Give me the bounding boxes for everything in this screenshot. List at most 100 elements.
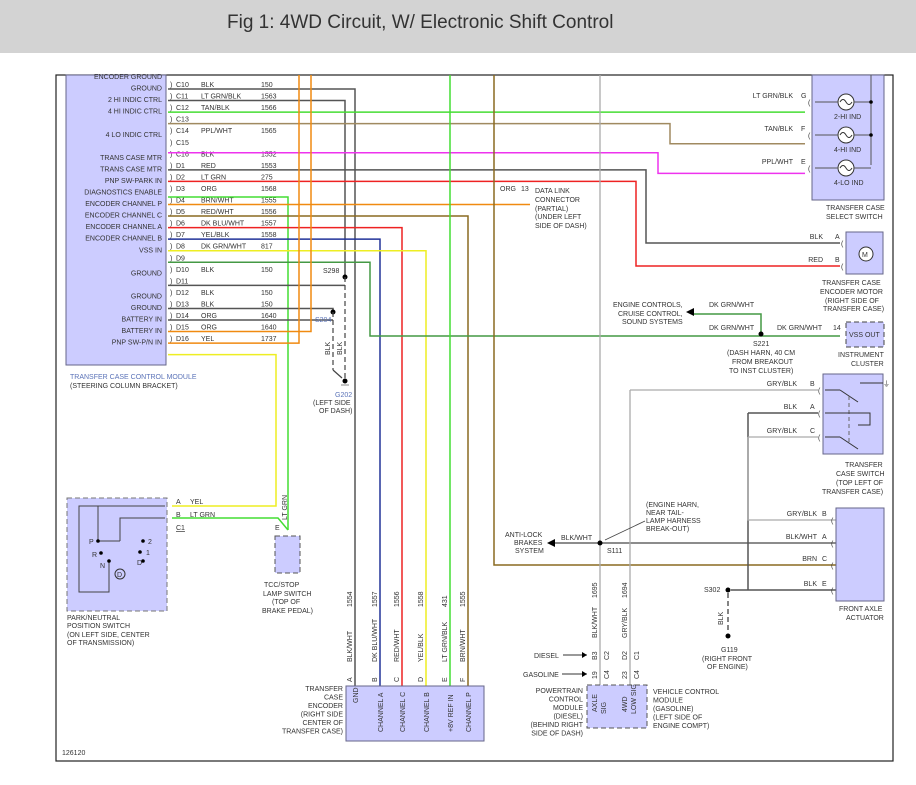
connector-bracket-icon: ( [841,264,844,271]
lamp-filament-icon [839,99,853,105]
vss-out-port: VSS OUT [849,332,880,339]
tccm-pin-id: C14 [176,128,189,135]
tccm-pin-id: C13 [176,117,189,124]
tccm-circuit: 1553 [261,163,277,170]
svg-text:INSTRUMENT: INSTRUMENT [838,352,885,359]
motor-pin: A [835,234,840,241]
arrow-right-icon [582,671,587,677]
svg-text:S204: S204 [315,317,331,324]
svg-text:SIDE OF DASH): SIDE OF DASH) [535,223,587,230]
select-pin: E [801,159,806,166]
svg-text:NEAR TAIL-: NEAR TAIL- [646,510,685,517]
pcm-conn-gas: C4 [604,670,611,679]
motor-icon [858,246,874,262]
tc-switch-wire: GRY/BLK [767,381,798,388]
pnp-position-label: D [137,560,142,567]
svg-text:LAMP HARNESS: LAMP HARNESS [646,518,701,525]
svg-text:FROM BREAKOUT: FROM BREAKOUT [732,359,794,366]
encoder-wire-color: BLK/WHT [347,630,354,662]
select-wire-label: TAN/BLK [764,126,793,133]
tccm-pin-id: D10 [176,267,189,274]
svg-text:TRANSFER: TRANSFER [845,462,883,469]
wire-gry-blk-axle-b [747,437,836,521]
tccm-wire-color: BLK [201,151,215,158]
connector-bracket-icon: ) [170,198,172,205]
pnp-d-label: D [117,572,122,579]
tccm-circuit: 1552 [261,151,277,158]
tccm-wire-color: LT GRN/BLK [201,94,242,101]
encoder-port: CHANNEL C [400,692,407,732]
tccm-wire-color: BLK [201,267,215,274]
figure-id: 126120 [62,750,85,757]
tccm-circuit: 150 [261,301,273,308]
axle-pin: E [822,581,827,588]
svg-text:E: E [275,525,280,532]
tccm-pin-label: BATTERY IN [122,328,162,335]
connector-bracket-icon: ) [170,336,172,343]
tccm-circuit: 1640 [261,313,277,320]
connector-bracket-icon: ) [170,163,172,170]
svg-text:(PARTIAL): (PARTIAL) [535,206,568,213]
axle-wire: GRY/BLK [787,511,818,518]
diesel-label: DIESEL [534,653,559,660]
pnp-position-dot [141,559,145,563]
tccm-circuit: 1565 [261,128,277,135]
svg-text:S111: S111 [607,548,622,555]
pnp-switch-box [66,497,168,612]
lamp-label: 2-HI IND [834,114,861,121]
svg-text:YEL: YEL [190,499,203,506]
axle-pin: A [822,534,827,541]
svg-text:LAMP SWITCH: LAMP SWITCH [263,591,312,598]
axle-pin: C [822,556,827,563]
tccm-wire-color: DK BLU/WHT [201,221,245,228]
vcm-name-line: VEHICLE CONTROL [653,689,719,696]
connector-bracket-icon: ( [831,563,834,570]
tc-switch-wire: BLK [784,404,798,411]
tccm-pin-id: D3 [176,186,185,193]
tccm-pin-id: C16 [176,151,189,158]
connector-bracket-icon: ( [818,388,821,395]
encoder-pin: A [347,677,354,682]
wire-1553-red [168,180,840,267]
connector-bracket-icon: ( [831,541,834,548]
axle-pin: B [822,511,827,518]
svg-text:ENCODER MOTOR: ENCODER MOTOR [820,289,883,296]
tc-switch-pin: A [810,404,815,411]
svg-text:M: M [862,252,868,259]
tccm-wire-color: TAN/BLK [201,105,230,112]
tccm-wire-color: RED/WHT [201,209,234,216]
svg-text:S298: S298 [323,268,339,275]
svg-text:14: 14 [833,325,841,332]
axle-wire: BRN [802,556,817,563]
tccm-pin-label: GROUND [131,293,162,300]
tccm-wire-color: ORG [201,186,217,193]
tccm-pin-label: ENCODER CHANNEL B [85,236,162,243]
pnp-position-dot [138,550,142,554]
lamp-filament-icon [839,132,853,138]
pcm-wire-color: GRY/BLK [622,607,629,638]
wire-1640-org-1 [168,75,312,333]
tccm-pin-id: D1 [176,163,185,170]
pcm-pin-diesel: B3 [592,651,599,660]
pnp-d-circle-icon [114,568,126,580]
encoder-port: GND [353,687,360,703]
tccm-circuit: 1555 [261,198,277,205]
svg-text:ACTUATOR: ACTUATOR [846,615,884,622]
svg-text:DK GRN/WHT: DK GRN/WHT [709,325,755,332]
tccm-pin-label: ENCODER CHANNEL P [85,201,162,208]
wire-1552-blk [168,169,840,244]
tccm-circuit: 817 [261,244,273,251]
encoder-port: +8V REF IN [448,694,455,732]
pnp-position-label: R [92,552,97,559]
tccm-pin-id: D8 [176,244,185,251]
svg-text:S302: S302 [704,587,720,594]
pcm-pin-gas: 19 [592,671,599,679]
encoder-wire-color: RED/WHT [394,629,401,662]
connector-bracket-icon: ( [818,435,821,442]
encoder-circuit: 1557 [372,591,379,607]
switch-blade [839,436,859,450]
tc-switch-pin: B [810,381,815,388]
